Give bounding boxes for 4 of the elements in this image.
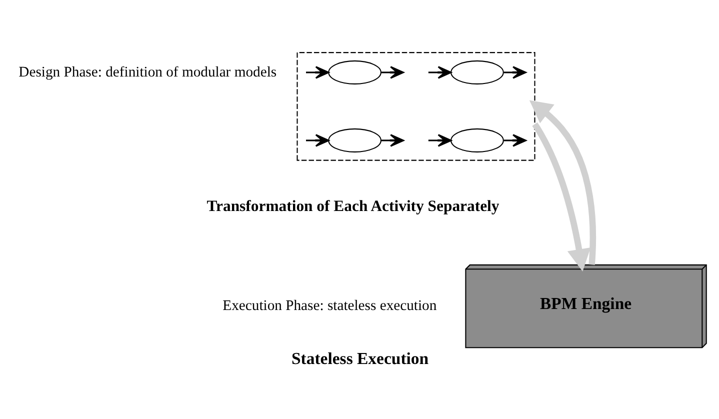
label: Execution Phase: stateless execution	[222, 298, 437, 314]
label: Transformation of Each Activity Separately	[206, 198, 500, 216]
caption: Stateless Execution	[291, 349, 429, 368]
label: Design Phase: definition of modular models	[18, 64, 277, 80]
